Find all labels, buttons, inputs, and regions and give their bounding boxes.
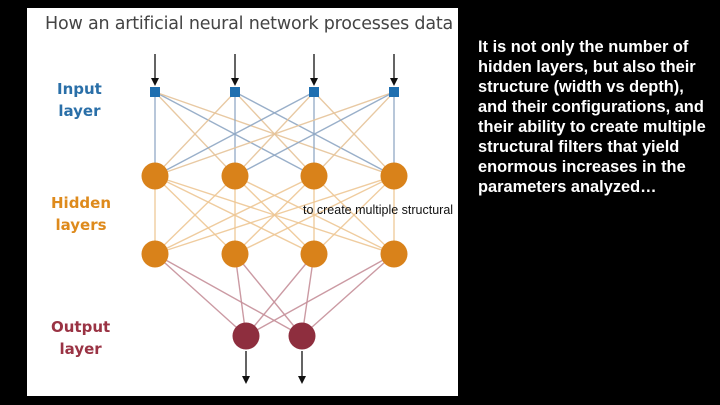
input-layer-label: Input layer xyxy=(57,78,102,122)
connection-line xyxy=(313,175,395,255)
hidden-node xyxy=(141,162,169,190)
connection-line xyxy=(234,253,247,337)
arrows xyxy=(151,54,398,384)
connection-line xyxy=(301,253,395,337)
hidden-node xyxy=(380,162,408,190)
input-node xyxy=(230,87,240,97)
diagram-panel: How an artificial neural network process… xyxy=(27,8,458,396)
hidden-node xyxy=(221,240,249,268)
connection-line xyxy=(154,91,236,177)
hidden-node xyxy=(300,240,328,268)
connection-line xyxy=(234,175,395,255)
connection-line xyxy=(154,91,315,177)
hidden-node xyxy=(380,240,408,268)
output-layer-label-line-1: Output xyxy=(51,318,111,336)
output-node xyxy=(232,322,260,350)
connection-line xyxy=(234,91,395,177)
output-layer-label-line-2: layer xyxy=(59,340,102,358)
connection-line xyxy=(154,253,247,337)
input-node xyxy=(150,87,160,97)
network-diagram xyxy=(141,54,408,384)
hidden-node xyxy=(141,240,169,268)
nodes xyxy=(141,87,408,350)
connection-line xyxy=(154,175,236,255)
input-layer-label-line-1: Input xyxy=(57,80,102,98)
connection-line xyxy=(154,253,303,337)
side-text: It is not only the number of hidden laye… xyxy=(478,38,706,196)
input-node xyxy=(389,87,399,97)
hidden-layers-label-line-2: layers xyxy=(55,216,107,234)
connection-line xyxy=(154,175,395,255)
connection-line xyxy=(313,91,395,177)
connection-line xyxy=(154,91,395,177)
hidden-layers-label-line-1: Hidden xyxy=(51,194,112,212)
connection-line xyxy=(234,253,303,337)
connection-line xyxy=(245,253,395,337)
connection-line xyxy=(245,253,315,337)
input-layer-label-line-2: layer xyxy=(58,102,101,120)
overlay-text: to create multiple structural xyxy=(303,203,454,217)
output-layer-label: Output layer xyxy=(51,316,110,360)
diagram-title: How an artificial neural network process… xyxy=(45,14,454,34)
connection-line xyxy=(301,253,315,337)
hidden-node xyxy=(221,162,249,190)
hidden-layers-label: Hidden layers xyxy=(51,192,111,236)
input-node xyxy=(309,87,319,97)
hidden-node xyxy=(300,162,328,190)
connection-line xyxy=(154,175,315,255)
output-node xyxy=(288,322,316,350)
